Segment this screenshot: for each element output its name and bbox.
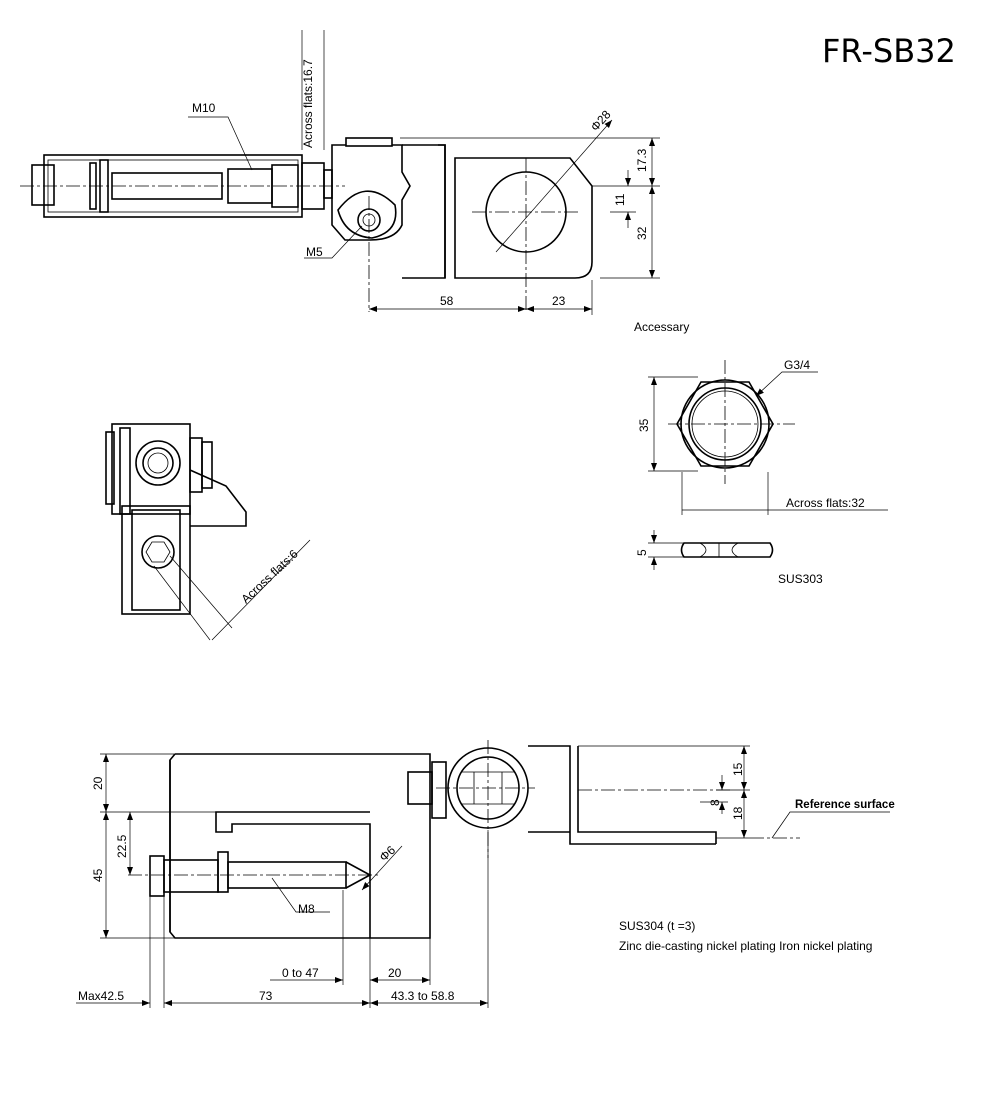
across-flats-16-7-label: Across flats:16.7 <box>301 59 315 148</box>
dim-max-42-5: Max42.5 <box>78 989 124 1003</box>
front-view: Φ6 M8 15 18 8 Reference surface <box>76 740 895 1008</box>
plating-note: Zinc die-casting nickel plating Iron nic… <box>619 939 872 953</box>
accessory-material: SUS303 <box>778 572 823 586</box>
across-flats-6-label: Across flats:6 <box>238 547 300 607</box>
m10-label: M10 <box>192 101 216 115</box>
dim-20-bottom: 20 <box>388 966 402 980</box>
front-screw-head <box>149 855 165 897</box>
clamp-body <box>331 144 411 241</box>
dim-11: 11 <box>613 193 627 206</box>
side-view: Across flats:6 <box>105 423 311 641</box>
dim-23: 23 <box>552 294 566 308</box>
dim-8: 8 <box>708 799 722 806</box>
dim-73: 73 <box>259 989 273 1003</box>
hex-socket-screw <box>141 535 175 569</box>
g34-label: G3/4 <box>784 358 810 372</box>
dim-5: 5 <box>635 549 649 556</box>
top-view: Φ28 M10 Across flats:16.7 M5 17.3 32 11 … <box>20 30 660 315</box>
dim-45: 45 <box>91 868 105 882</box>
side-bolt <box>135 440 181 486</box>
rod-head <box>31 164 55 206</box>
dim-17-3: 17.3 <box>635 148 649 172</box>
accessory-view: Accessary G3/4 35 Across flats:32 5 SUS3… <box>634 320 888 586</box>
reference-surface-label: Reference surface <box>795 799 895 811</box>
dim-58: 58 <box>440 294 454 308</box>
accessory-label: Accessary <box>634 320 689 334</box>
phi28-label: Φ28 <box>588 107 614 134</box>
dim-22-5: 22.5 <box>115 834 129 858</box>
dim-18: 18 <box>731 806 745 820</box>
dim-35: 35 <box>637 418 651 432</box>
dim-0-to-47: 0 to 47 <box>282 966 319 980</box>
dim-15: 15 <box>731 762 745 776</box>
side-upper-block <box>111 423 191 515</box>
side-lower-plate <box>121 505 191 615</box>
clamp-cap <box>345 137 393 147</box>
dim-32: 32 <box>635 226 649 240</box>
across-flats-32-label: Across flats:32 <box>786 496 865 510</box>
nut-side-view <box>680 542 774 558</box>
drawing-title: FR-SB32 <box>822 32 956 70</box>
dim-20-left: 20 <box>91 776 105 790</box>
m8-label: M8 <box>298 902 315 916</box>
mounting-plate <box>454 157 593 279</box>
phi6-label: Φ6 <box>377 843 399 864</box>
material-note: SUS304 (t =3) <box>619 919 695 933</box>
m5-label: M5 <box>306 245 323 259</box>
dim-43-3-to-58-8: 43.3 to 58.8 <box>391 989 455 1003</box>
